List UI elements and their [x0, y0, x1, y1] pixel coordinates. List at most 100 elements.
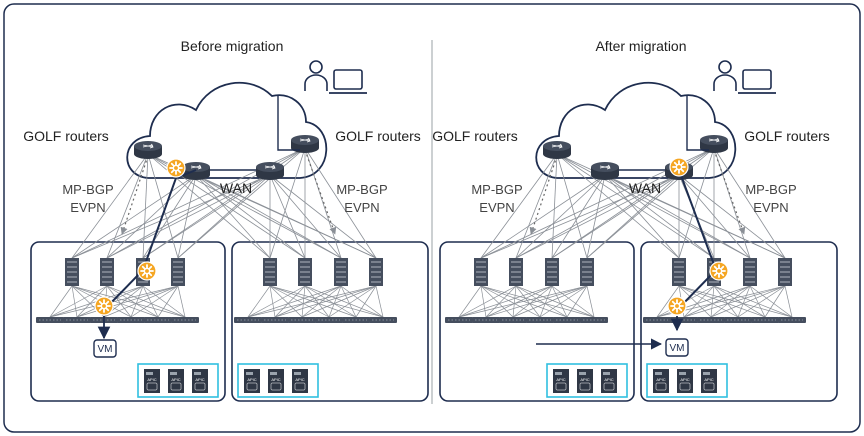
golf-spine-link: [515, 174, 680, 259]
router-icon: [291, 135, 319, 153]
golf-spine-link: [71, 174, 271, 259]
apic-led: [294, 372, 301, 375]
spine-leaf-link: [247, 285, 306, 318]
switch-icon: [288, 317, 316, 323]
spine-leaf-link: [749, 285, 766, 318]
router-icon: [256, 162, 284, 180]
apic-badge: [655, 382, 667, 391]
golf-spine-link: [480, 153, 558, 259]
spine-leaf-link: [784, 285, 793, 318]
router-icon: [591, 162, 619, 180]
router-arrows: [142, 143, 154, 149]
spine-leaf-link: [76, 285, 179, 318]
apic-label: APIC: [195, 377, 204, 382]
golf-spine-link: [480, 174, 606, 259]
golf-spine-link: [551, 153, 558, 259]
apic-led: [246, 372, 253, 375]
gear-icon: [94, 296, 114, 316]
spine-leaf-link: [106, 285, 186, 318]
router-arrows: [299, 137, 311, 143]
apic-badge: [194, 382, 206, 391]
switch-icon: [751, 317, 779, 323]
apic-icon: APIC: [244, 369, 260, 393]
golf-spine-link: [106, 174, 197, 259]
apic-badge: [555, 382, 567, 391]
server-icon: [509, 258, 523, 286]
apic-icon: APIC: [701, 369, 717, 393]
user-head: [309, 60, 323, 74]
gear-hub: [172, 164, 180, 172]
mp-bgp-session: [120, 155, 149, 235]
server-icon: [65, 258, 79, 286]
user-path: [277, 96, 300, 151]
spine-leaf-link: [512, 285, 588, 318]
switch-icon: [315, 317, 343, 323]
apic-label: APIC: [171, 377, 180, 382]
spine-leaf-link: [458, 285, 553, 318]
spine-leaf-link: [512, 285, 553, 318]
spine-leaf-link: [683, 285, 751, 318]
apic-label: APIC: [580, 377, 589, 382]
spine-leaf-link: [49, 285, 108, 318]
spine-leaf-link: [269, 285, 303, 318]
spine-leaf-link: [375, 285, 384, 318]
spine-leaf-link: [76, 285, 108, 318]
spine-leaf-link: [340, 285, 357, 318]
apic-led: [603, 372, 610, 375]
golf-spine-link: [269, 174, 342, 259]
panel-title: After migration: [595, 38, 686, 54]
golf-routers-left-label: GOLF routers: [23, 128, 109, 144]
golf-spine-link: [177, 174, 271, 259]
switch-icon: [342, 317, 370, 323]
spine-leaf-link: [713, 285, 739, 318]
mp-bgp-left-label: MP-BGP: [62, 182, 113, 197]
golf-spine-link: [551, 174, 680, 259]
switch-icon: [724, 317, 752, 323]
server-icon: [369, 258, 383, 286]
golf-spine-link: [515, 174, 606, 259]
golf-spine-link: [195, 174, 342, 259]
spine-leaf-link: [713, 285, 793, 318]
evpn-left-label: EVPN: [70, 200, 105, 215]
spine-leaf-link: [551, 285, 595, 318]
apic-led: [703, 372, 710, 375]
apic-badge: [270, 382, 282, 391]
mp-bgp-session: [529, 155, 558, 235]
apic-icon: APIC: [192, 369, 208, 393]
switch-icon: [778, 317, 806, 323]
spine-leaf-link: [480, 285, 541, 318]
apic-icon: APIC: [653, 369, 669, 393]
spine-leaf-link: [458, 285, 588, 318]
vm-box: [665, 338, 689, 357]
spine-leaf-link: [737, 285, 751, 318]
golf-spine-link: [71, 153, 149, 259]
spine-leaf-link: [551, 285, 568, 318]
spine-leaf-link: [304, 285, 384, 318]
laptop-icon: [329, 69, 367, 94]
laptop-icon: [738, 69, 776, 94]
switch-icon: [526, 317, 554, 323]
spine-leaf-link: [49, 285, 179, 318]
spine-leaf-link: [247, 285, 271, 318]
spine-leaf-link: [656, 285, 680, 318]
router-icon: [182, 162, 210, 180]
apic-led: [146, 372, 153, 375]
spine-leaf-link: [106, 285, 132, 318]
spine-leaf-link: [512, 285, 517, 318]
golf-spine-link: [556, 153, 680, 259]
switch-icon: [670, 317, 698, 323]
switch-icon: [144, 317, 172, 323]
spine-leaf-link: [683, 285, 786, 318]
gear-hub: [100, 302, 108, 310]
vm-label: VM: [670, 343, 685, 354]
spine-leaf-link: [106, 285, 159, 318]
golf-routers-right-label: GOLF routers: [744, 128, 830, 144]
mp-bgp-left-label: MP-BGP: [471, 182, 522, 197]
gear-teeth: [169, 161, 183, 175]
apic-cluster-box: [646, 363, 728, 398]
spine-leaf-link: [103, 285, 179, 318]
switch-icon: [553, 317, 581, 323]
